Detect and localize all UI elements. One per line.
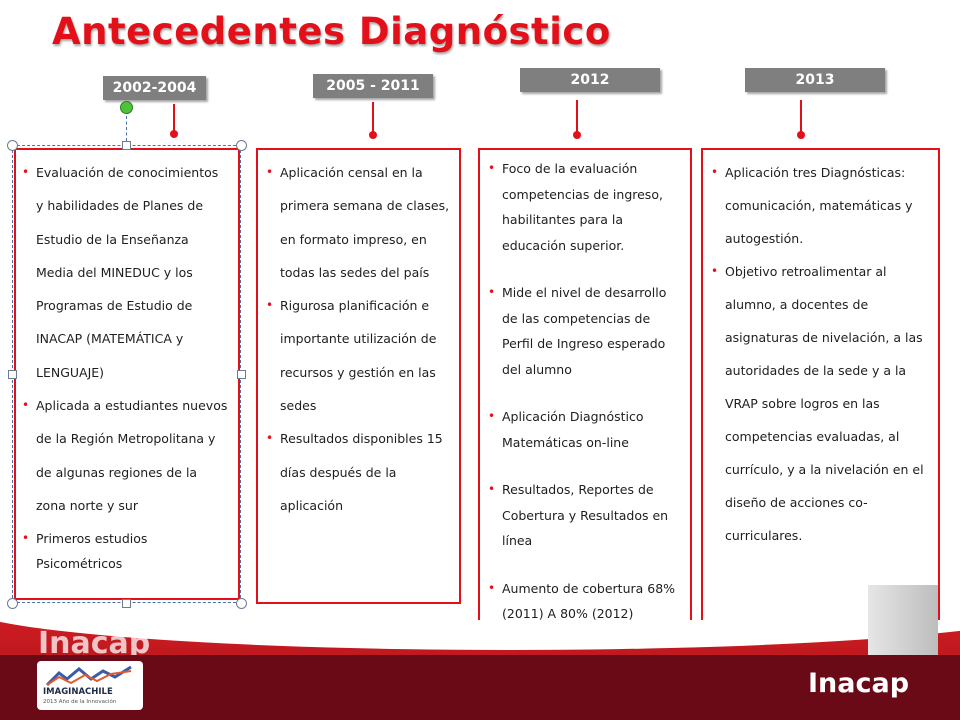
bullet-item: Primeros estudios Psicométricos [18,526,228,576]
resize-handle-top-left[interactable] [7,140,18,151]
year-tag-2002-2004: 2002-2004 [103,76,206,100]
bullet-item: Evaluación de conocimientos y habilidade… [18,156,228,389]
footer-bar [0,655,960,720]
bullet-item: Aplicación censal en la primera semana d… [262,156,451,289]
connector-2005-2011 [369,102,377,139]
imagina-subtitle: 2013 Año de la Innovación [43,699,117,705]
textbox-2005-2011: Aplicación censal en la primera semana d… [256,148,461,604]
connector-2012 [573,100,581,139]
bullet-item: Objetivo retroalimentar al alumno, a doc… [707,255,930,552]
bullet-item: Rigurosa planificación e importante util… [262,289,451,422]
imagina-chile-logo: IMAGINACHILE 2013 Año de la Innovación [37,661,143,710]
resize-handle-top[interactable] [122,141,131,150]
decorative-panel [868,585,938,655]
mountain-logo-icon [45,665,132,687]
resize-handle-left[interactable] [8,370,17,379]
bullet-item: Mide el nivel de desarrollo de las compe… [484,280,682,382]
imagina-name: IMAGINACHILE [43,687,113,697]
resize-handle-right[interactable] [237,370,246,379]
bullet-item: Aumento de cobertura 68% (2011) A 80% (2… [484,576,682,627]
textbox-2002-2004[interactable]: Evaluación de conocimientos y habilidade… [14,148,240,600]
year-tag-2005-2011: 2005 - 2011 [313,74,433,98]
rotate-handle[interactable] [120,101,133,114]
bullet-item: Aplicación Diagnóstico Matemáticas on-li… [484,404,682,455]
resize-handle-bottom-right[interactable] [236,598,247,609]
year-tag-2013: 2013 [745,68,885,92]
bullet-item: Aplicada a estudiantes nuevos de la Regi… [18,389,228,522]
resize-handle-bottom[interactable] [122,599,131,608]
resize-handle-bottom-left[interactable] [7,598,18,609]
bullet-item: Resultados, Reportes de Cobertura y Resu… [484,477,682,554]
rotation-stem [126,116,127,141]
bullet-item: Foco de la evaluación competencias de in… [484,156,682,258]
bullet-item: Resultados disponibles 15 días después d… [262,422,451,522]
connector-2002-2004 [170,104,178,138]
bullet-item: Aplicación tres Diagnósticas: comunicaci… [707,156,930,255]
year-tag-2012: 2012 [520,68,660,92]
textbox-2013: Aplicación tres Diagnósticas: comunicaci… [701,148,940,622]
connector-2013 [797,100,805,139]
textbox-2012: Foco de la evaluación competencias de in… [478,148,692,652]
resize-handle-top-right[interactable] [236,140,247,151]
slide-title: Antecedentes Diagnóstico [52,10,611,53]
inacap-footer-logo: Inacap [808,668,910,699]
